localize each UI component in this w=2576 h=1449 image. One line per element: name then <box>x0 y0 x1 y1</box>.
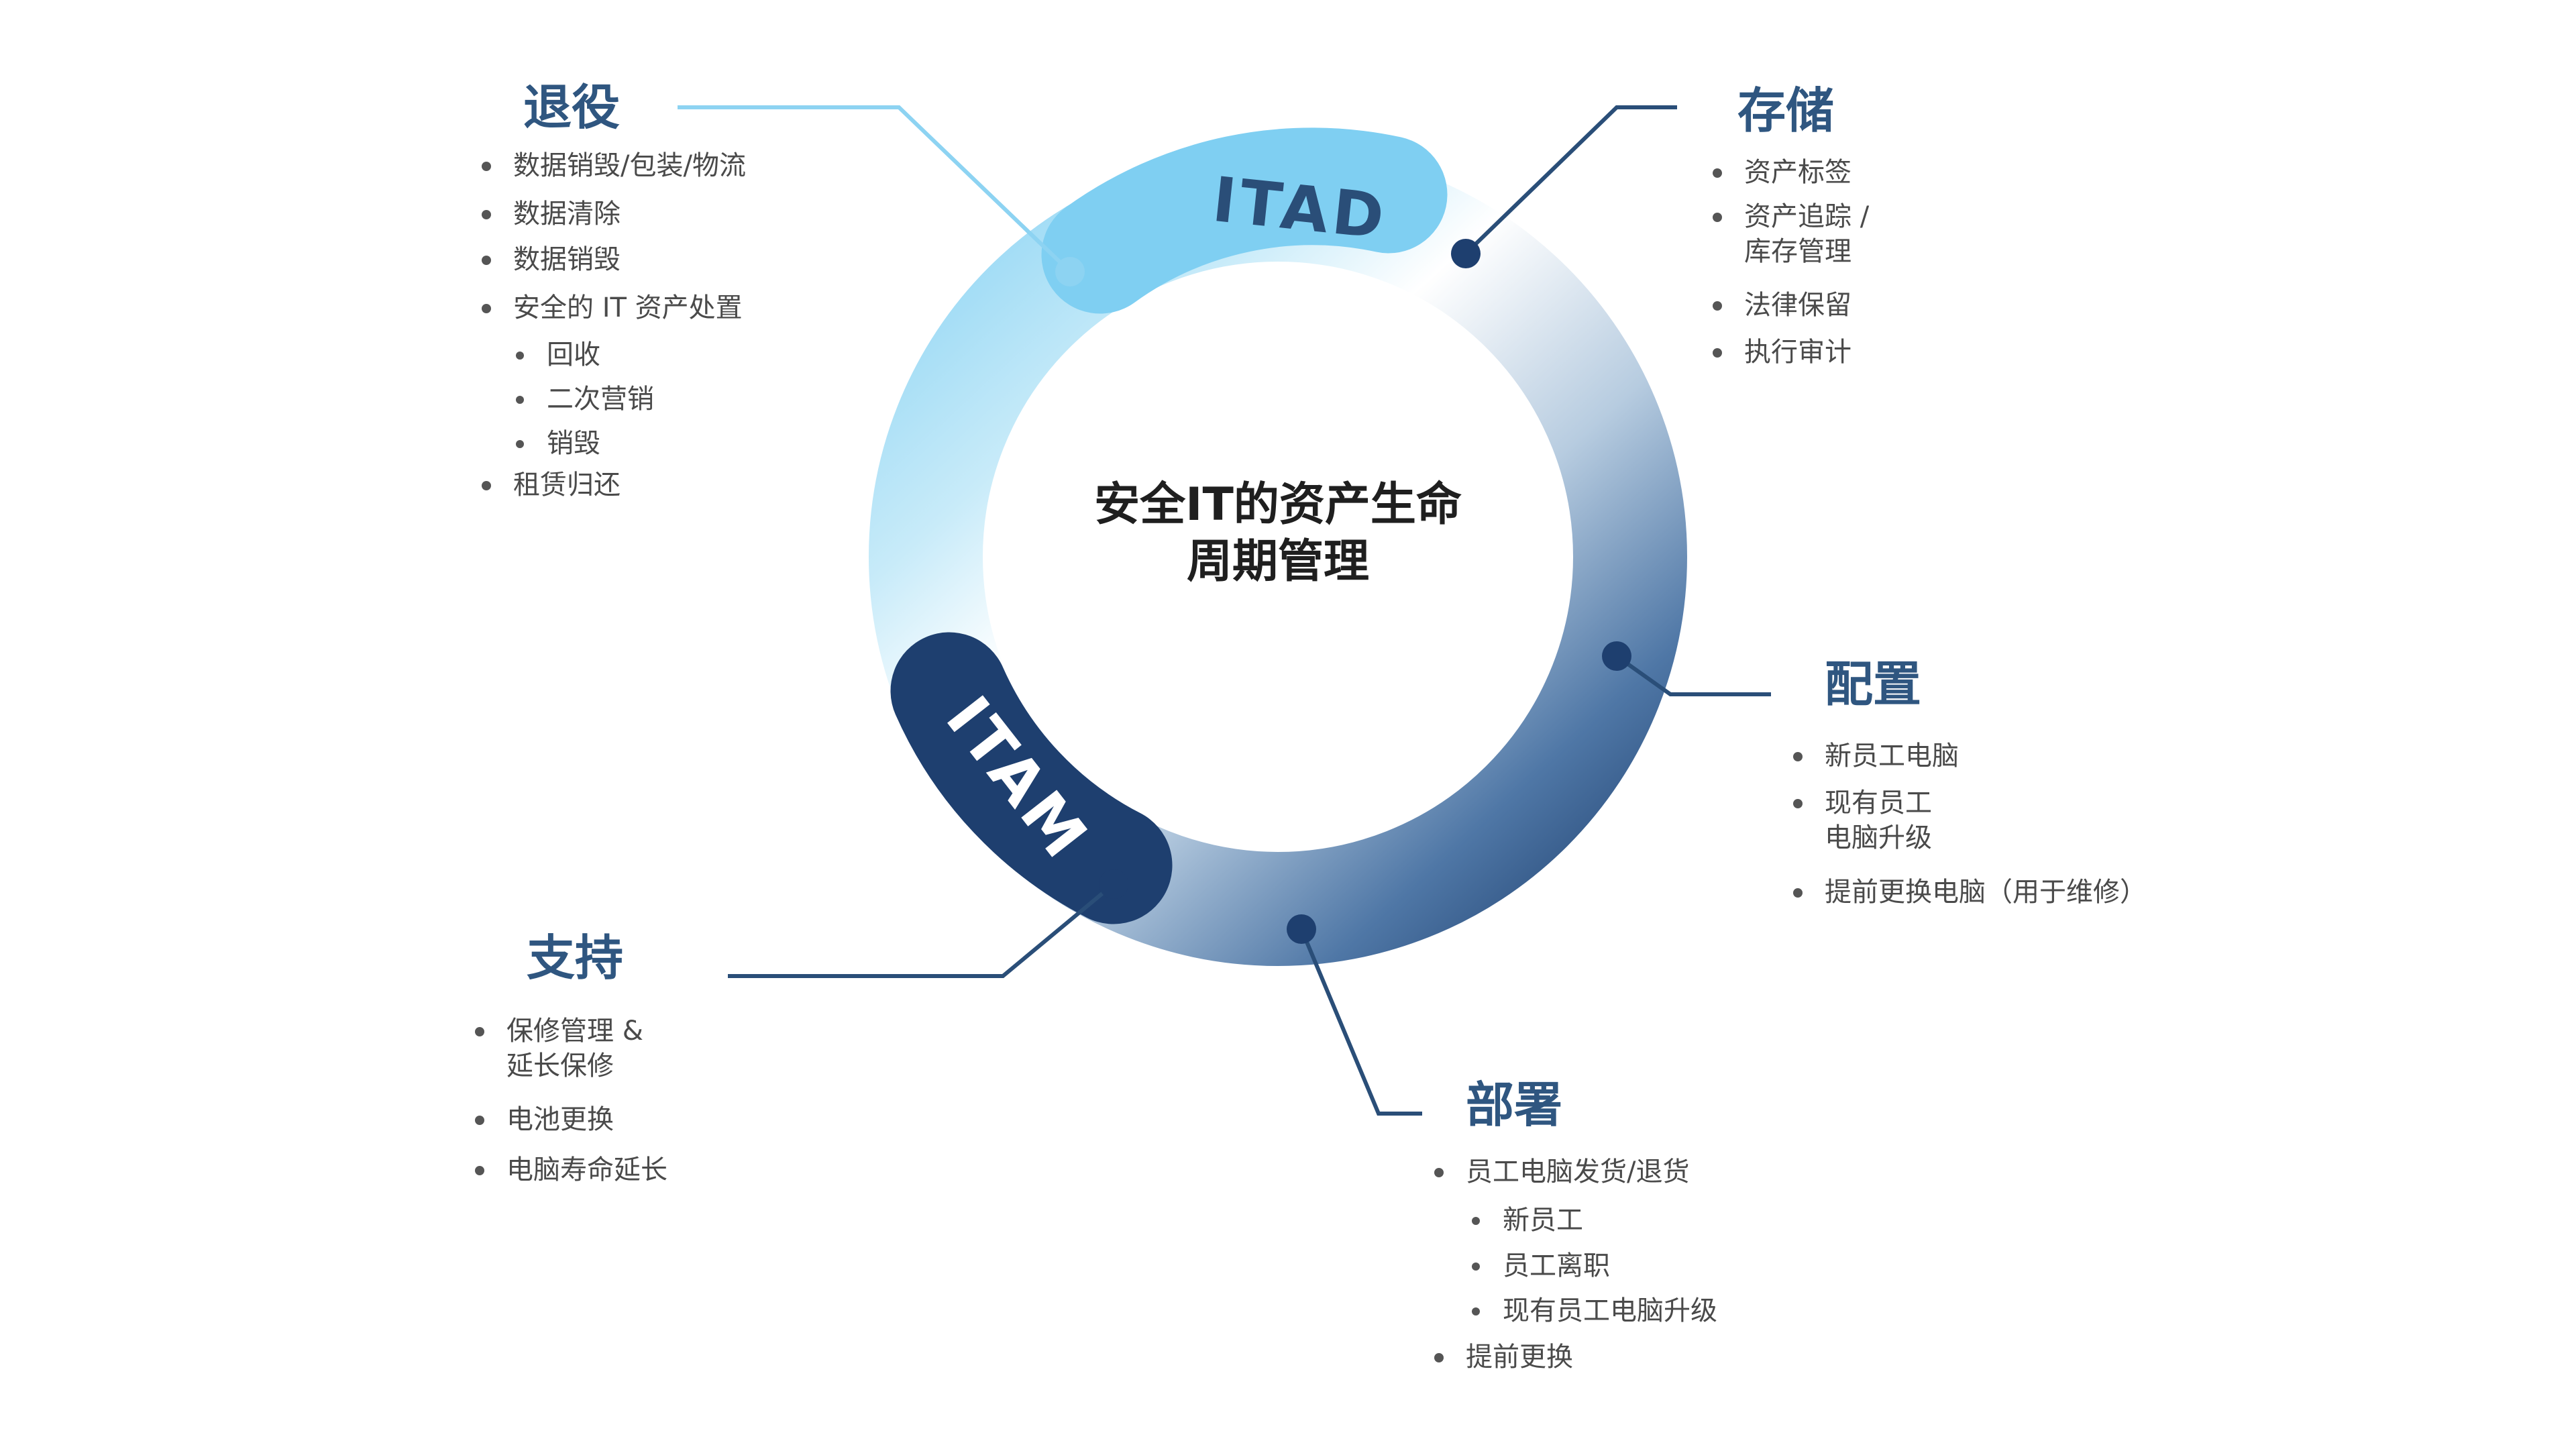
config-item: 提前更换电脑（用于维修） <box>1825 877 2147 908</box>
retire-item: 销毁 <box>547 428 600 459</box>
bullet-dot <box>1713 213 1722 222</box>
support-item: 保修管理 & <box>506 1016 643 1046</box>
storage-item: 资产追踪 / <box>1744 201 1870 232</box>
bullet-dot <box>1713 348 1722 358</box>
bullet-dot <box>475 1027 484 1036</box>
bullet-dot <box>1472 1217 1480 1225</box>
bullet-dot <box>1793 752 1803 761</box>
retire-item: 租赁归还 <box>513 470 621 500</box>
bullet-dot <box>516 440 524 448</box>
deploy-dot <box>1287 914 1316 944</box>
deploy-item: 提前更换 <box>1466 1342 1573 1373</box>
support-item-continuation: 延长保修 <box>506 1051 614 1081</box>
deploy-item: 现有员工电脑升级 <box>1503 1295 1717 1326</box>
itad-band <box>1041 127 1448 314</box>
center-title-line1: 安全IT的资产生命 <box>1094 478 1462 531</box>
bullet-dot <box>482 481 491 490</box>
center-title-line2: 周期管理 <box>1187 535 1369 588</box>
storage-dot <box>1451 239 1481 268</box>
bullet-dot <box>1713 168 1722 178</box>
bullet-dot <box>475 1116 484 1125</box>
storage-item: 资产标签 <box>1744 157 1851 188</box>
support-dot <box>1099 869 1128 899</box>
config-title: 配置 <box>1825 656 1921 712</box>
deploy-item: 员工离职 <box>1503 1250 1610 1281</box>
bullet-dot <box>1434 1168 1444 1177</box>
config-item: 现有员工 <box>1825 788 1932 818</box>
bullet-dot <box>1793 888 1803 898</box>
bullet-dot <box>475 1166 484 1175</box>
deploy-title: 部署 <box>1466 1077 1562 1133</box>
bullet-dot <box>482 304 491 313</box>
retire-item: 安全的 IT 资产处置 <box>513 292 743 323</box>
bullet-dot <box>1472 1307 1480 1316</box>
support-item: 电池更换 <box>506 1104 614 1135</box>
storage-title: 存储 <box>1737 83 1834 139</box>
support-title: 支持 <box>527 930 623 986</box>
bullet-dot <box>482 256 491 265</box>
retire-connector <box>678 105 1072 274</box>
bullet-dot <box>482 210 491 219</box>
deploy-item: 员工电脑发货/退货 <box>1466 1157 1689 1187</box>
support-item: 电脑寿命延长 <box>506 1155 667 1185</box>
itam-band <box>890 632 1173 924</box>
retire-item: 回收 <box>547 339 600 370</box>
bullet-dot <box>1713 301 1722 311</box>
retire-item: 数据销毁/包装/物流 <box>513 150 746 181</box>
storage-item-continuation: 库存管理 <box>1744 236 1851 267</box>
retire-item: 二次营销 <box>547 384 654 415</box>
config-item: 新员工电脑 <box>1825 741 1959 771</box>
bullet-dot <box>516 352 524 360</box>
support-connector <box>728 882 1115 978</box>
bullet-dot <box>482 162 491 171</box>
bullet-dot <box>1793 799 1803 808</box>
bullet-dot <box>516 396 524 404</box>
config-dot <box>1602 641 1631 671</box>
config-item-continuation: 电脑升级 <box>1825 822 1932 853</box>
bullet-dot <box>1472 1263 1480 1271</box>
retire-title: 退役 <box>523 79 620 136</box>
storage-connector <box>1464 105 1677 256</box>
deploy-connector <box>1299 928 1422 1116</box>
config-connector <box>1615 654 1771 696</box>
bullet-dot <box>1434 1353 1444 1362</box>
storage-item: 执行审计 <box>1744 337 1851 368</box>
deploy-item: 新员工 <box>1503 1205 1583 1236</box>
retire-item: 数据销毁 <box>513 244 621 275</box>
retire-item: 数据清除 <box>513 199 621 229</box>
retire-dot <box>1055 257 1085 286</box>
storage-item: 法律保留 <box>1744 290 1851 321</box>
